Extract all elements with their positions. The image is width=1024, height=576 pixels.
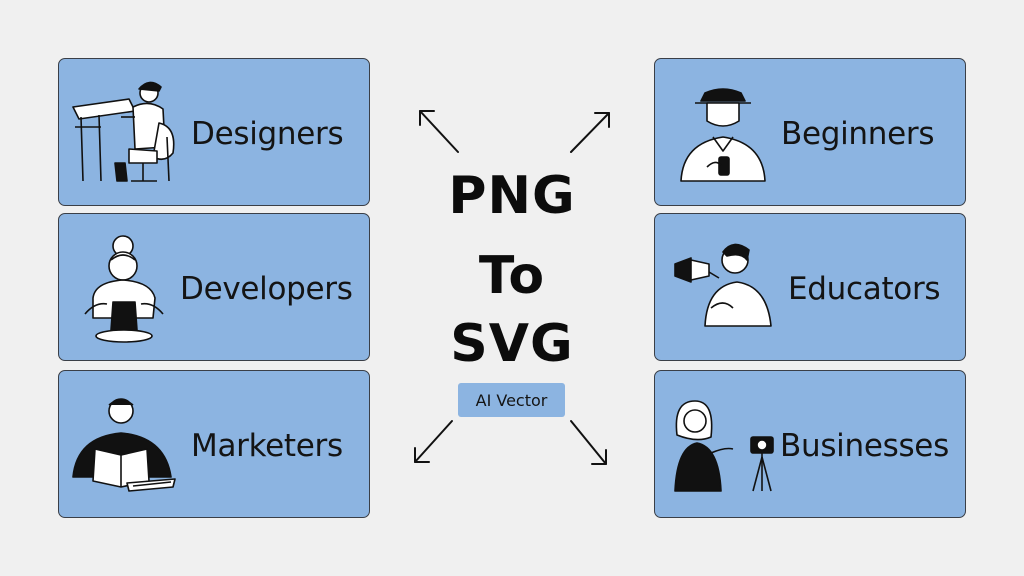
label-beginners: Beginners [781, 116, 935, 152]
card-designers: Designers [58, 58, 370, 206]
arrow-down-left-icon [414, 420, 453, 463]
woman-with-camera-icon [674, 400, 774, 492]
man-with-hat-and-phone-icon [680, 88, 766, 182]
arrow-down-right-icon [570, 420, 607, 465]
label-educators: Educators [788, 271, 941, 307]
card-beginners: Beginners [654, 58, 966, 206]
card-businesses: Businesses [654, 370, 966, 518]
designer-at-drafting-table-icon [72, 81, 175, 182]
label-designers: Designers [191, 116, 344, 152]
label-marketers: Marketers [191, 428, 343, 464]
ai-vector-badge: AI Vector [458, 383, 565, 417]
arrow-up-left-icon [419, 110, 459, 153]
person-with-megaphone-icon [674, 243, 772, 327]
title-line-png: PNG [448, 166, 576, 226]
title-line-svg: SVG [450, 314, 574, 374]
label-developers: Developers [180, 271, 353, 307]
title-line-to: To [478, 246, 546, 306]
person-reading-book-icon [72, 398, 176, 492]
arrow-up-right-icon [570, 112, 610, 153]
potter-with-vase-icon [84, 235, 164, 343]
card-developers: Developers [58, 213, 370, 361]
card-marketers: Marketers [58, 370, 370, 518]
card-educators: Educators [654, 213, 966, 361]
label-businesses: Businesses [780, 428, 949, 464]
